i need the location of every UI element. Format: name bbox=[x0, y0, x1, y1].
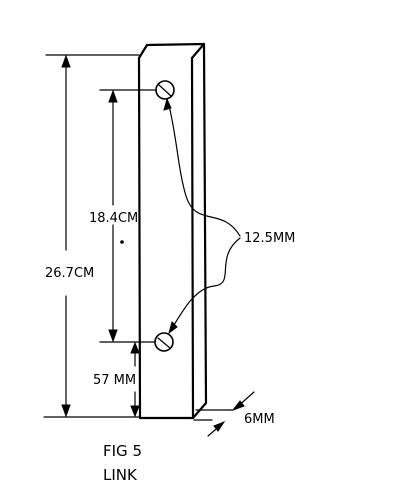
upper-hole bbox=[155, 80, 175, 100]
bottom-offset-dimension bbox=[130, 341, 140, 418]
figure-number: FIG 5 bbox=[103, 442, 142, 460]
hole-spacing-dimension bbox=[99, 89, 157, 343]
bottom-offset-label: 57 MM bbox=[93, 373, 136, 388]
bar-side-edge bbox=[191, 42, 208, 420]
thickness-label: 6MM bbox=[244, 412, 275, 427]
lower-hole bbox=[154, 332, 174, 352]
overall-height-dimension bbox=[43, 54, 140, 418]
thickness-dimension bbox=[193, 391, 255, 437]
hole-spacing-label: 18.4CM bbox=[89, 211, 138, 226]
link-bar bbox=[137, 42, 208, 420]
figure-name: LINK bbox=[103, 466, 138, 484]
bar-top-edge bbox=[137, 42, 206, 60]
bar-front-face bbox=[137, 56, 195, 420]
hole-diameter-label: 12.5MM bbox=[244, 231, 295, 246]
hole-diameter-leaders bbox=[163, 97, 241, 335]
overall-height-label: 26.7CM bbox=[45, 266, 94, 281]
